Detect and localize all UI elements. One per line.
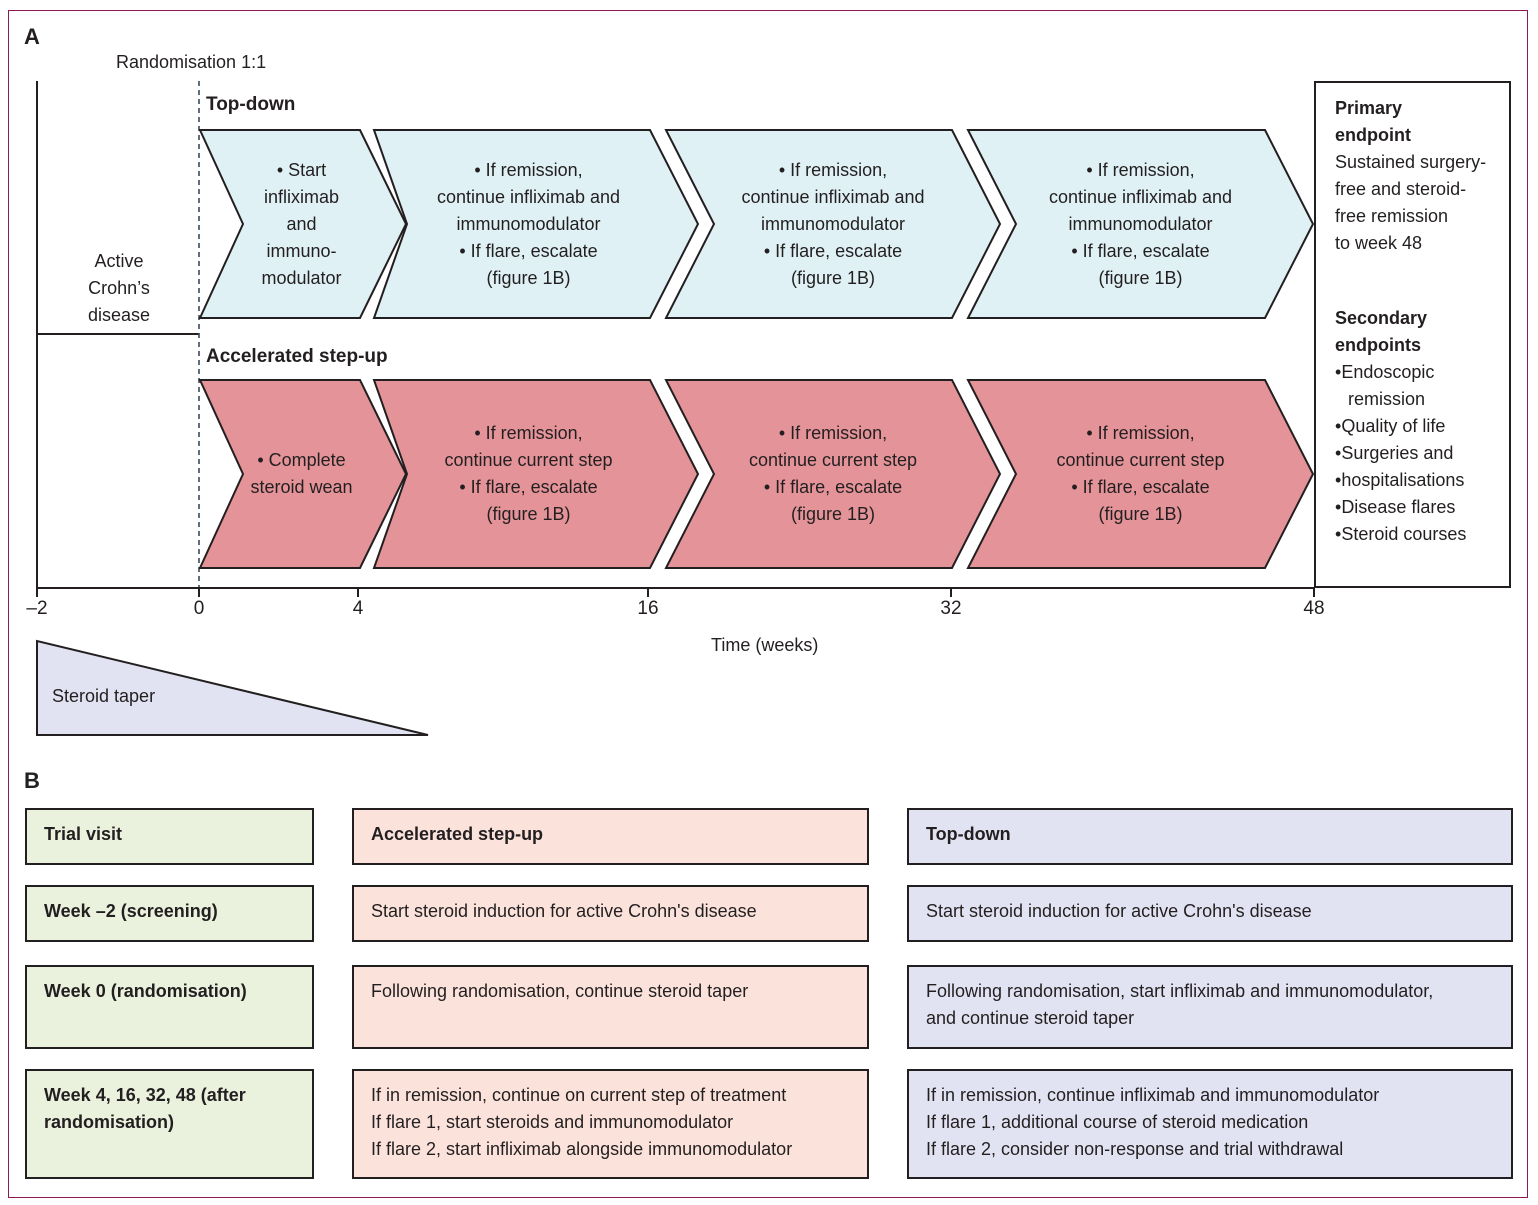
top-down-step-text: • If remission, continue infliximab and im… [407, 130, 650, 318]
row-step-up-cell: If in remission, continue on current ste… [352, 1069, 869, 1179]
top-down-step-text: • If remission, continue infliximab and im… [714, 130, 952, 318]
axis-tick-label: 16 [637, 598, 659, 619]
top-down-chevron-2 [372, 129, 700, 319]
step-text-line: (figure 1B) [1098, 504, 1183, 524]
axis-tick-label: 32 [940, 598, 962, 619]
step-text-line: • If remission, [778, 423, 888, 443]
timeline-diagram [36, 81, 1315, 736]
row-visit: Week 0 (randomisation) [25, 965, 314, 1049]
step-text-line: • If flare, escalate [763, 240, 903, 261]
axis-label: Time (weeks) [711, 635, 819, 655]
panel-b-label: B [24, 768, 40, 793]
secondary-endpoint-item: Surgeries and [1335, 440, 1509, 467]
row-top-down-cell: Start steroid induction for active Crohn… [907, 885, 1513, 942]
step-text-line: infliximab [263, 186, 340, 207]
panel-a-label: A [24, 24, 40, 49]
row-step-up-cell: Following randomisation, continue steroi… [352, 965, 869, 1049]
step-text-line: steroid wean [250, 477, 353, 497]
secondary-endpoint-item: Disease flares [1335, 494, 1509, 521]
randomisation-label: Randomisation 1:1 [116, 52, 267, 72]
step-text-line: continue infliximab and [1048, 186, 1233, 207]
step-text-line: • Complete [257, 450, 346, 470]
step-up-step-text: • If remission, continue current step • If… [714, 380, 952, 568]
header-top-down: Top-down [907, 808, 1513, 865]
step-text-line: continue infliximab and [436, 186, 621, 207]
secondary-endpoint-item: hospitalisations [1335, 467, 1509, 494]
step-text-line: continue current step [1056, 450, 1225, 470]
step-up-chevron-4 [966, 379, 1315, 569]
step-text-line: • If flare, escalate [763, 477, 903, 497]
steroid-taper-triangle [36, 639, 429, 736]
axis-tick-label: 4 [352, 598, 364, 619]
step-text-line: • If flare, escalate [459, 477, 598, 497]
step-text-line: (figure 1B) [1098, 267, 1183, 288]
step-text-line: (figure 1B) [790, 504, 876, 524]
step-text-line: continue current step [748, 450, 918, 470]
step-up-step-text: • If remission, continue current step • If… [407, 380, 650, 568]
step-up-chevron-2 [372, 379, 700, 569]
step-text-line: (figure 1B) [790, 267, 876, 288]
primary-endpoint-text: Sustained surgery- free and steroid- fre… [1335, 152, 1487, 253]
axis-tick-label: –2 [26, 598, 48, 619]
row-top-down-cell: Following randomisation, start inflixima… [907, 965, 1513, 1049]
step-text-line: continue current step [444, 450, 613, 470]
secondary-endpoints-list: Endoscopic remission Quality of life Sur… [1335, 359, 1509, 548]
row-step-up-cell: Start steroid induction for active Crohn… [352, 885, 869, 942]
row-top-down-cell: If in remission, continue infliximab and… [907, 1069, 1513, 1179]
step-text-line: • If remission, [474, 159, 583, 180]
step-text-line: immunomodulator [1068, 213, 1213, 234]
active-crohns-label: Active Crohn’s disease [87, 251, 151, 325]
step-text-line: • If flare, escalate [1071, 240, 1210, 261]
row-visit: Week 4, 16, 32, 48 (after randomisation) [25, 1069, 314, 1179]
step-text-line: • Start [276, 159, 327, 180]
step-text-line: immunomodulator [760, 213, 906, 234]
top-down-chevron-1 [198, 129, 408, 319]
secondary-endpoint-item: Steroid courses [1335, 521, 1509, 548]
step-text-line: • If remission, [1086, 159, 1195, 180]
endpoints-box: Primary endpoint Sustained surgery- free… [1314, 81, 1511, 588]
top-down-step-text: • Start infliximab and immuno-modulator [243, 130, 360, 318]
header-accelerated-step-up: Accelerated step-up [352, 808, 869, 865]
secondary-endpoint-item: Quality of life [1335, 413, 1509, 440]
step-text-line: • If remission, [1086, 423, 1195, 443]
axis-tick-label: 48 [1303, 598, 1325, 619]
top-down-chevron-4 [966, 129, 1315, 319]
step-text-line: • If remission, [474, 423, 583, 443]
step-text-line: (figure 1B) [486, 267, 571, 288]
step-text-line: and [286, 213, 317, 234]
axis-tick-label: 0 [193, 598, 205, 619]
arm-top-down-title: Top-down [206, 94, 296, 115]
step-text-line: • If flare, escalate [1071, 477, 1210, 497]
step-up-chevron-3 [664, 379, 1002, 569]
figure-frame [8, 10, 1528, 1198]
step-up-step-text: • Complete steroid wean [243, 380, 360, 568]
header-trial-visit: Trial visit [25, 808, 314, 865]
top-down-step-text: • If remission, continue infliximab and im… [1016, 130, 1265, 318]
primary-endpoint-title: Primary endpoint [1335, 98, 1411, 145]
row-visit: Week –2 (screening) [25, 885, 314, 942]
secondary-endpoint-item: Endoscopic remission [1335, 359, 1468, 413]
secondary-endpoints-title: Secondary endpoints [1335, 308, 1428, 355]
step-text-line: (figure 1B) [486, 504, 571, 524]
step-up-chevron-1 [198, 379, 408, 569]
step-text-line: • If flare, escalate [459, 240, 598, 261]
step-up-step-text: • If remission, continue current step • If… [1016, 380, 1265, 568]
top-down-chevron-3 [664, 129, 1002, 319]
step-text-line: modulator [261, 267, 342, 288]
step-text-line: continue infliximab and [741, 186, 925, 207]
step-text-line: immunomodulator [456, 213, 601, 234]
steroid-taper-label: Steroid taper [52, 686, 156, 706]
arm-step-up-title: Accelerated step-up [206, 346, 388, 367]
step-text-line: • If remission, [778, 159, 888, 180]
step-text-line: immuno- [266, 240, 337, 261]
